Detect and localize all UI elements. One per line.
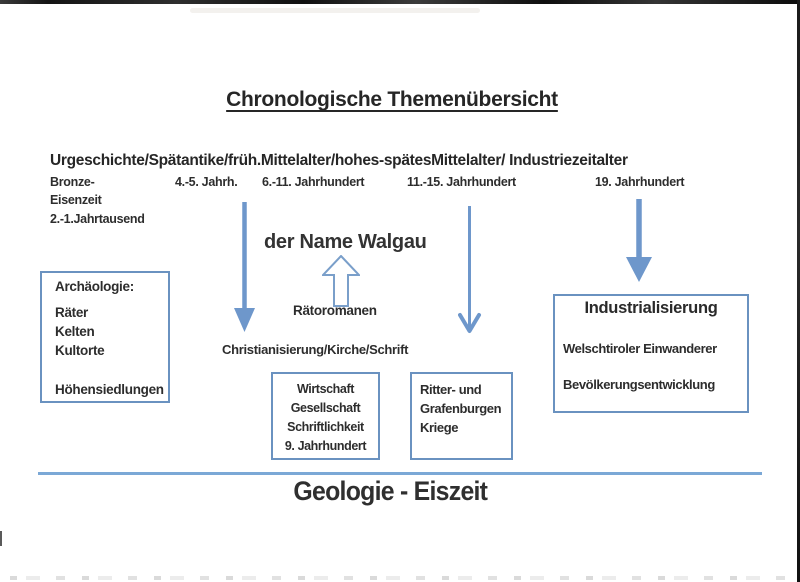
- down-arrow-1-icon: [232, 202, 258, 334]
- archaeologie-box-title: Archäologie:: [55, 279, 134, 294]
- era-header: Urgeschichte/Spätantike/früh.Mittelalter…: [50, 152, 628, 169]
- raetoromanen-label: Rätoromanen: [293, 303, 377, 318]
- page-title: Chronologische Themenübersicht: [226, 88, 558, 111]
- wirtschaft-line-2: Gesellschaft: [290, 401, 361, 415]
- wirtschaft-line-1: Wirtschaft: [296, 382, 354, 396]
- timeline-label-jahrtausend: 2.-1.Jahrtausend: [50, 212, 145, 226]
- timeline-label-11-15-jh: 11.-15. Jahrhundert: [407, 175, 516, 189]
- timeline-label-4-5-jahrh: 4.-5. Jahrh.: [175, 175, 238, 189]
- wirtschaft-box: Wirtschaft Gesellschaft Schriftlichkeit …: [271, 372, 380, 460]
- ritter-line-3: Kriege: [420, 420, 459, 435]
- geologie-label: Geologie - Eiszeit: [293, 476, 488, 506]
- ritter-line-2: Grafenburgen: [420, 401, 502, 416]
- ritter-line-1: Ritter- und: [420, 382, 482, 397]
- christianisierung-label: Christianisierung/Kirche/Schrift: [222, 342, 409, 357]
- archaeologie-item-kultorte: Kultorte: [55, 343, 105, 358]
- timeline-label-19-jh: 19. Jahrhundert: [595, 175, 685, 189]
- timeline-label-bronze: Bronze-: [50, 175, 95, 189]
- archaeologie-item-raeter: Räter: [55, 305, 89, 320]
- wirtschaft-line-3: Schriftlichkeit: [287, 420, 364, 434]
- ritter-box: Ritter- und Grafenburgen Kriege: [410, 372, 513, 460]
- timeline-label-6-11-jh: 6.-11. Jahrhundert: [262, 175, 365, 189]
- scan-speckle-bottom: [10, 576, 790, 580]
- archaeologie-box: Archäologie: Räter Kelten Kultorte Höhen…: [40, 271, 170, 403]
- industrialisierung-line-2: Bevölkerungsentwicklung: [563, 377, 715, 392]
- industrialisierung-line-1: Welschtiroler Einwanderer: [563, 341, 717, 356]
- archaeologie-item-hoehensiedlungen: Höhensiedlungen: [55, 382, 164, 397]
- scan-edge-right: [797, 0, 800, 582]
- industrialisierung-box-title: Industrialisierung: [584, 299, 718, 317]
- down-arrow-3-icon: [624, 199, 654, 284]
- timeline-divider-line: [38, 472, 762, 475]
- archaeologie-item-kelten: Kelten: [55, 324, 95, 339]
- down-arrow-2-icon: [458, 206, 482, 334]
- scan-edge-top: [0, 0, 800, 4]
- timeline-label-eisenzeit: Eisenzeit: [50, 193, 102, 207]
- scan-edge-left-mark: [0, 531, 2, 546]
- title-row: Chronologische Themenübersicht: [0, 88, 784, 112]
- walgau-label: der Name Walgau: [264, 231, 427, 253]
- geologie-row: Geologie - Eiszeit: [0, 476, 780, 507]
- scan-smudge: [190, 8, 480, 13]
- up-block-arrow-icon: [322, 255, 360, 307]
- industrialisierung-box: Industrialisierung Welschtiroler Einwand…: [553, 294, 749, 413]
- wirtschaft-line-4: 9. Jahrhundert: [284, 439, 367, 453]
